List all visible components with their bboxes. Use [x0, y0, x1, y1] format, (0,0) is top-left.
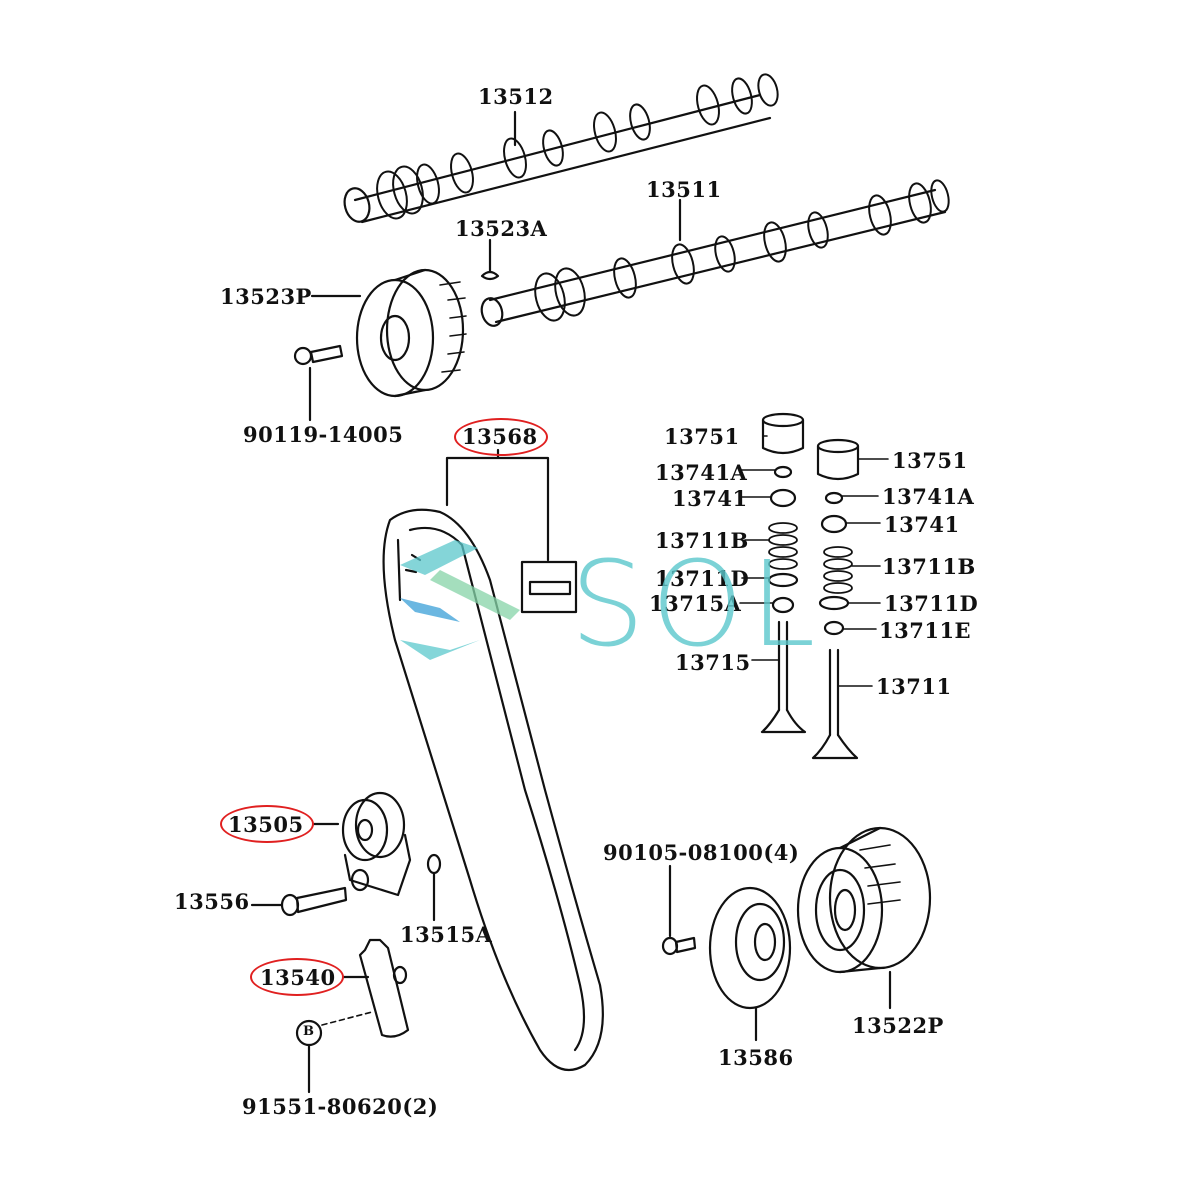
label-90105-08100: 90105-08100(4): [603, 840, 800, 865]
bolt-13556: [280, 886, 348, 917]
label-13568: 13568: [462, 424, 538, 449]
label-13711b-left: 13711B: [655, 528, 749, 553]
label-13711d-left: 13711D: [655, 566, 750, 591]
tensioner-13540: [358, 938, 410, 1038]
label-13512: 13512: [478, 84, 554, 109]
label-13751-right: 13751: [892, 448, 968, 473]
valve-leaders: [739, 435, 889, 687]
timing-belt: [382, 508, 604, 1072]
label-90119-14005: 90119-14005: [243, 422, 404, 447]
label-13522p: 13522P: [852, 1013, 944, 1038]
highlight-ring-13540: [250, 958, 344, 996]
camshaft-13511: [480, 179, 950, 327]
belt-tensioner-block: [520, 560, 578, 614]
key-13523a: [480, 270, 500, 281]
marker-b-label: B: [303, 1024, 315, 1039]
valve-stack-left: [760, 412, 807, 734]
label-13523a: 13523A: [455, 216, 548, 241]
label-13523p: 13523P: [220, 284, 312, 309]
label-13711e: 13711E: [879, 618, 972, 643]
label-13540: 13540: [260, 965, 336, 990]
highlight-ring-13568: [454, 418, 548, 456]
bolt-90105-08100: [661, 936, 697, 956]
label-13711b-right: 13711B: [882, 554, 976, 579]
label-13741-left: 13741: [672, 486, 748, 511]
label-13515a: 13515A: [400, 922, 493, 947]
camshaft-13512: [343, 73, 779, 224]
washer-13515a: [426, 853, 442, 875]
watermark-text: SOL: [570, 535, 822, 673]
dashed-leader-b: [321, 1011, 373, 1026]
label-13715: 13715: [675, 650, 751, 675]
label-13586: 13586: [718, 1045, 794, 1070]
watermark-logo-mark: [400, 540, 520, 660]
label-13741a-right: 13741A: [882, 484, 975, 509]
camshaft-pulley-13523p: [355, 268, 467, 398]
label-13715a: 13715A: [649, 591, 742, 616]
label-13751-left: 13751: [664, 424, 740, 449]
plate-13586: [708, 886, 792, 1010]
label-13711: 13711: [876, 674, 952, 699]
idler-pulley-13505: [341, 791, 412, 897]
highlight-ring-13505: [220, 805, 314, 843]
label-91551-80620: 91551-80620(2): [242, 1094, 439, 1119]
label-13511: 13511: [646, 177, 722, 202]
label-13741a-left: 13741A: [655, 460, 748, 485]
label-13711d-right: 13711D: [884, 591, 979, 616]
crank-pulley-13522p: [796, 826, 932, 974]
label-13741-right: 13741: [884, 512, 960, 537]
label-13556: 13556: [174, 889, 250, 914]
label-13505: 13505: [228, 812, 304, 837]
bolt-90119-14005: [293, 344, 344, 366]
